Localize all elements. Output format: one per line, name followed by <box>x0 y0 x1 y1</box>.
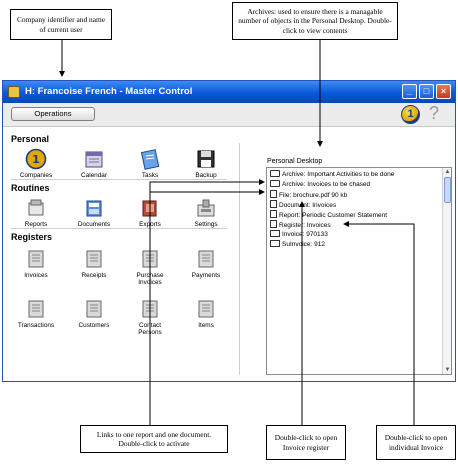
desktop-row-label: Report: Periodic Customer Statement <box>279 212 388 219</box>
register-book-icon <box>83 298 105 320</box>
tasks-icon <box>139 148 161 170</box>
desktop-row-document[interactable]: Document: Invoices <box>270 200 336 209</box>
desktop-row-sub-invoice[interactable]: SuInvoice: 912 <box>270 240 325 249</box>
registers-item-transactions[interactable]: Transactions <box>13 298 59 329</box>
registers-item-customers[interactable]: Customers <box>71 298 117 329</box>
personal-item-companies[interactable]: 1 Companies <box>13 148 59 179</box>
routines-item-label: Documents <box>77 221 111 228</box>
register-icon <box>270 220 277 228</box>
callout-links: Links to one report and one document. Do… <box>80 425 228 453</box>
scroll-down-icon[interactable]: ▼ <box>444 367 451 373</box>
reports-icon <box>25 197 47 219</box>
personal-item-calendar[interactable]: Calendar <box>71 148 117 179</box>
desktop-row-archive[interactable]: Archive: Important Activities to be done <box>270 170 394 179</box>
desktop-row-label: Register: Invoices <box>279 222 331 229</box>
desktop-row-label: Document: Invoices <box>279 202 337 209</box>
routines-item-label: Reports <box>24 221 48 228</box>
backup-icon <box>195 148 217 170</box>
register-book-icon <box>195 298 217 320</box>
desktop-row-invoice[interactable]: Invoice: 970133 <box>270 230 328 239</box>
svg-text:1: 1 <box>32 153 40 166</box>
invoice-icon <box>270 240 280 247</box>
personal-item-backup[interactable]: Backup <box>183 148 229 179</box>
registers-item-label: Customers <box>78 322 110 329</box>
registers-item-receipts[interactable]: Receipts <box>71 248 117 279</box>
register-book-icon <box>195 248 217 270</box>
close-button[interactable]: × <box>436 84 451 99</box>
desktop-row-label: File: brochure.pdf 90 kb <box>279 192 348 199</box>
registers-item-label: Items <box>198 322 214 329</box>
help-icon[interactable]: ? <box>429 103 440 123</box>
logo-icon: 1 <box>401 105 420 124</box>
maximize-button[interactable]: □ <box>419 84 434 99</box>
title-bar[interactable]: H: Francoise French - Master Control _ □… <box>3 81 455 103</box>
section-registers-title: Registers <box>11 232 53 242</box>
calendar-icon <box>83 148 105 170</box>
registers-item-label: Payments <box>191 272 221 279</box>
routines-item-settings[interactable]: Settings <box>183 197 229 228</box>
companies-icon: 1 <box>25 148 47 170</box>
callout-open-register: Double-click to open Invoice register <box>266 425 346 460</box>
register-book-icon <box>83 248 105 270</box>
callout-company: Company identifier and name of current u… <box>10 9 112 40</box>
arrow-open-invoice <box>343 221 415 425</box>
file-icon <box>270 190 277 198</box>
desktop-row-label: SuInvoice: 912 <box>282 241 326 248</box>
section-routines-title: Routines <box>11 183 50 193</box>
client-area: Operations 1 ? Personal 1 Companies Cale… <box>3 103 455 381</box>
personal-desktop-label: Personal Desktop <box>267 158 323 165</box>
callout-open-invoice: Double-click to open individual Invoice <box>376 425 456 460</box>
window-title: H: Francoise French - Master Control <box>25 86 193 97</box>
desktop-row-register[interactable]: Register: Invoices <box>270 220 331 229</box>
registers-item-label: Receipts <box>81 272 107 279</box>
panel-divider <box>239 143 240 375</box>
registers-item-payments[interactable]: Payments <box>183 248 229 279</box>
register-book-icon <box>25 248 47 270</box>
desktop-scrollbar[interactable]: ▲ ▼ <box>442 168 451 374</box>
routines-item-documents[interactable]: Documents <box>71 197 117 228</box>
personal-desktop-list[interactable]: Archive: Important Activities to be done… <box>266 167 452 375</box>
routines-item-reports[interactable]: Reports <box>13 197 59 228</box>
archive-icon <box>270 170 280 177</box>
master-control-window: H: Francoise French - Master Control _ □… <box>2 80 456 382</box>
report-icon <box>270 210 277 218</box>
desktop-row-file[interactable]: File: brochure.pdf 90 kb <box>270 190 347 199</box>
archive-icon <box>270 180 280 187</box>
register-book-icon <box>25 298 47 320</box>
divider <box>11 179 227 180</box>
invoice-icon <box>270 230 280 237</box>
operations-button[interactable]: Operations <box>11 107 95 121</box>
registers-item-invoices[interactable]: Invoices <box>13 248 59 279</box>
routines-item-label: Settings <box>194 221 218 228</box>
desktop-row-report[interactable]: Report: Periodic Customer Statement <box>270 210 387 219</box>
personal-item-label: Tasks <box>141 172 159 179</box>
desktop-row-label: Invoice: 970133 <box>282 231 328 238</box>
scroll-up-icon[interactable]: ▲ <box>444 169 451 175</box>
arrow-links <box>149 179 265 425</box>
callout-archives: Archives: used to ensure there is a mana… <box>232 2 398 40</box>
minimize-button[interactable]: _ <box>402 84 417 99</box>
app-icon <box>8 86 20 98</box>
document-icon <box>270 200 277 208</box>
personal-item-label: Companies <box>19 172 53 179</box>
desktop-row-label: Archive: Important Activities to be done <box>282 171 395 178</box>
registers-item-label: Transactions <box>17 322 55 329</box>
divider <box>11 228 227 229</box>
section-personal-title: Personal <box>11 134 50 144</box>
personal-item-label: Calendar <box>81 172 107 179</box>
registers-item-label: Invoices <box>24 272 48 279</box>
settings-icon <box>195 197 217 219</box>
registers-item-items[interactable]: Items <box>183 298 229 329</box>
personal-item-tasks[interactable]: Tasks <box>127 148 173 179</box>
documents-icon <box>83 197 105 219</box>
toolbar: Operations 1 ? <box>3 103 455 127</box>
personal-item-label: Backup <box>195 172 217 179</box>
desktop-row-label: Archive: Invoices to be chased <box>282 181 371 188</box>
desktop-row-archive[interactable]: Archive: Invoices to be chased <box>270 180 370 189</box>
scroll-thumb[interactable] <box>444 177 451 203</box>
